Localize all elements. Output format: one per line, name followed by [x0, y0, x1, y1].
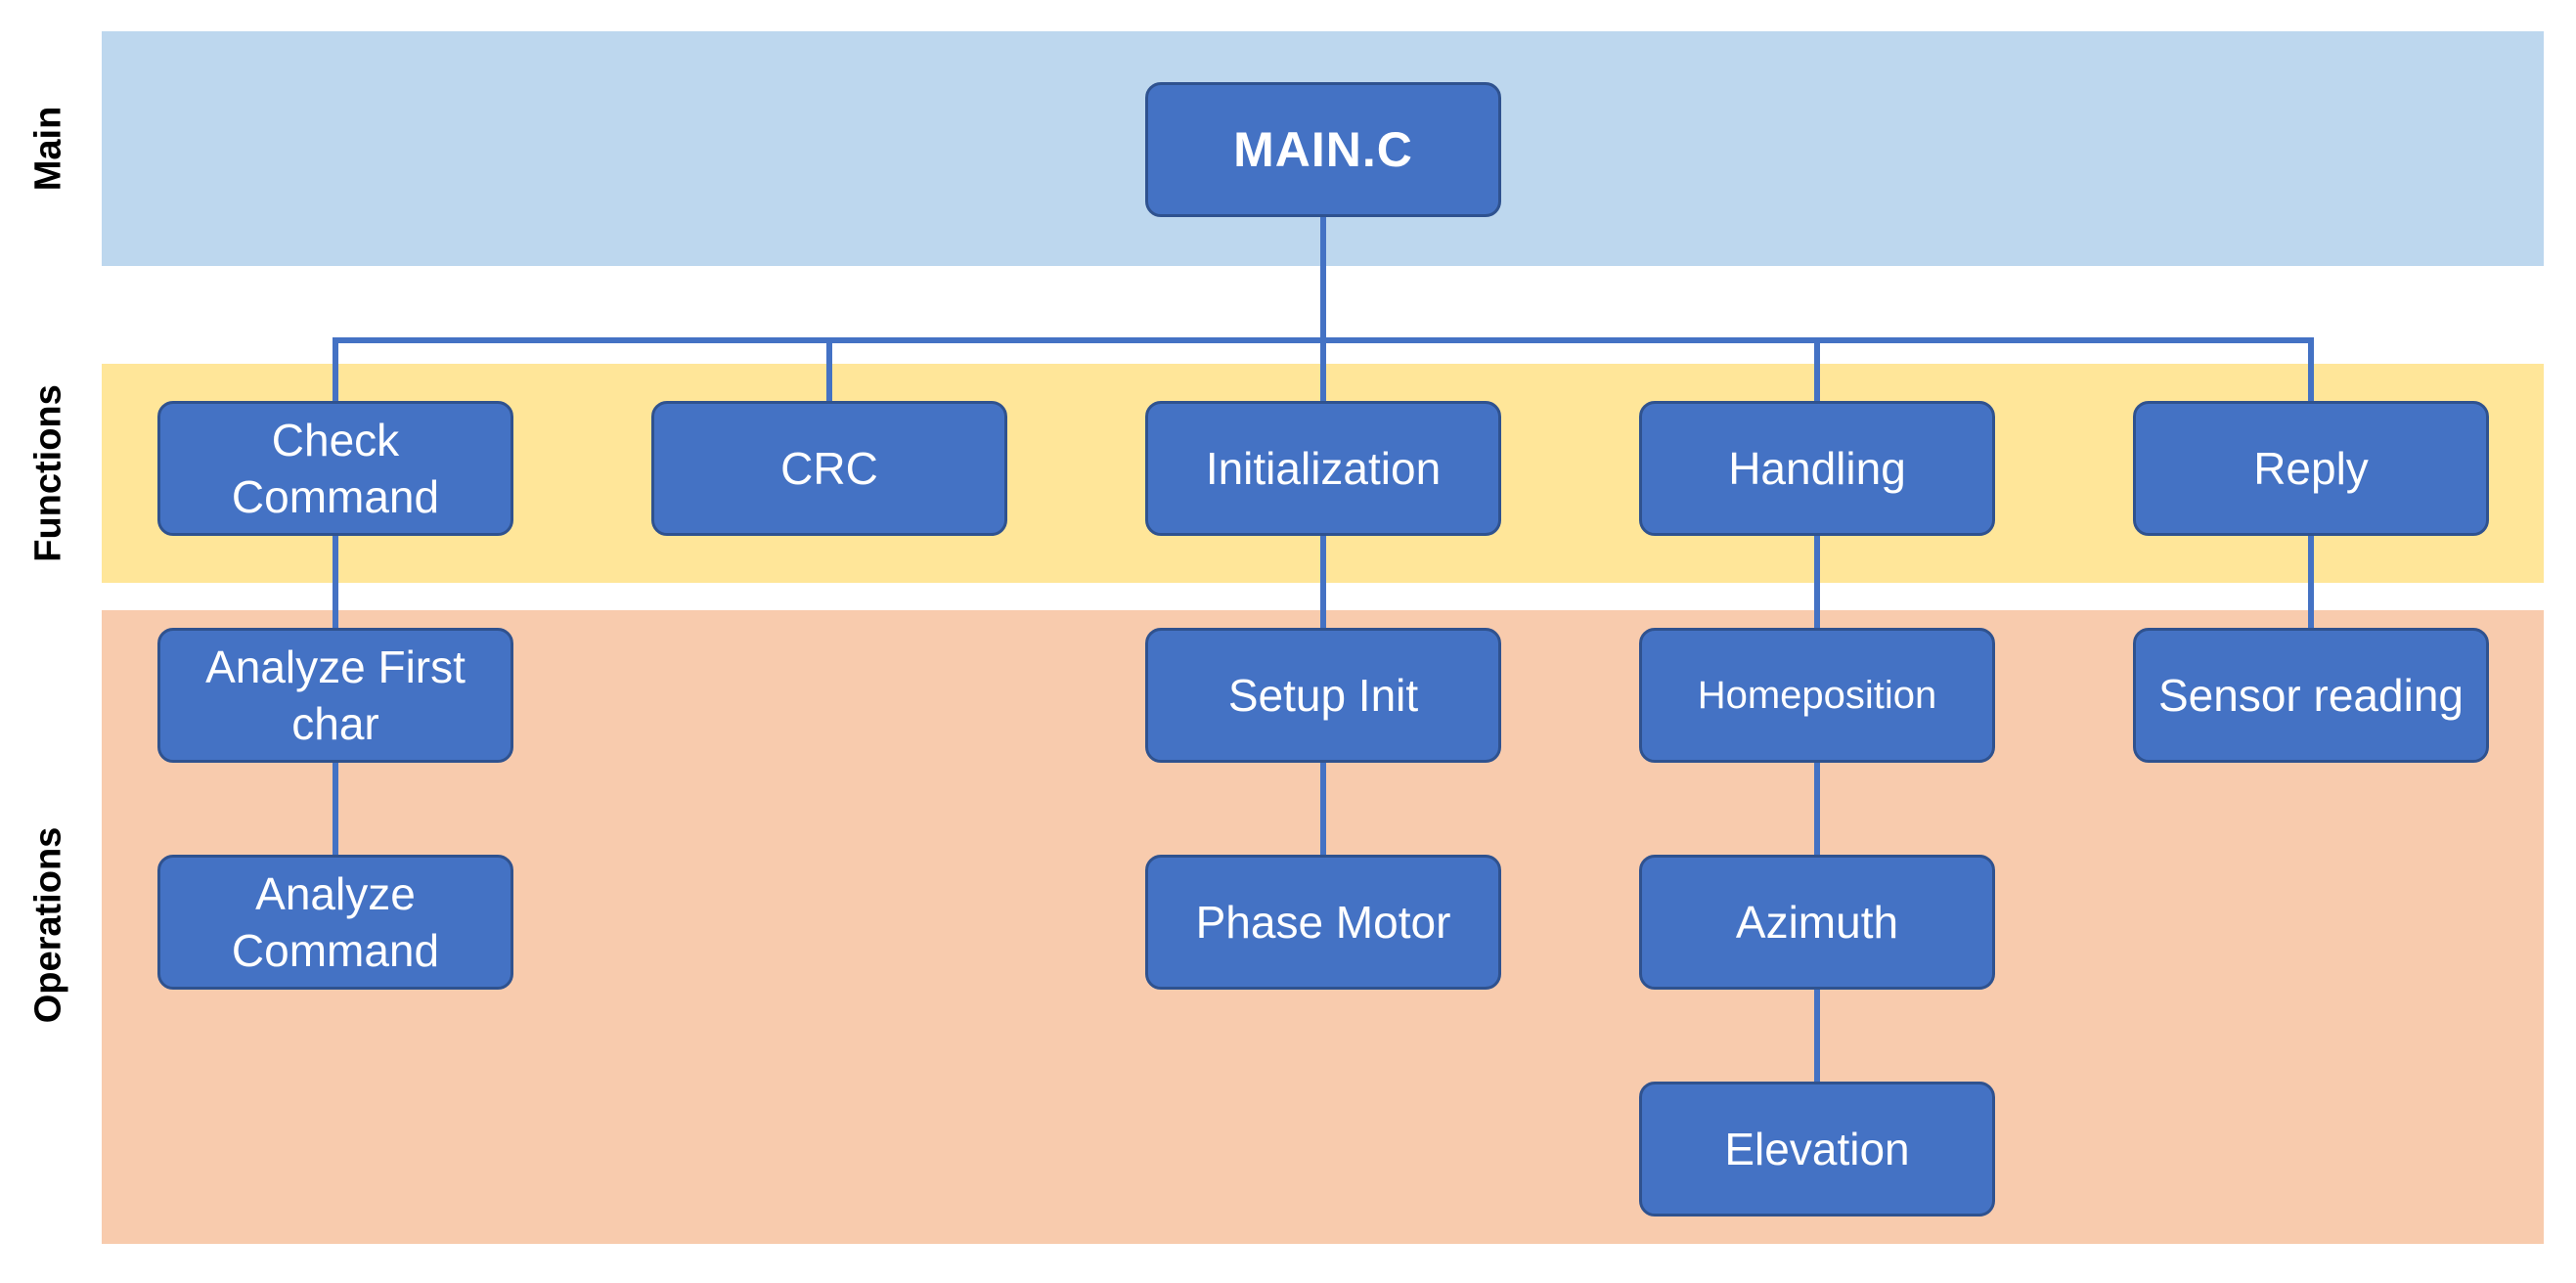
- node-elevation-label: Elevation: [1724, 1124, 1910, 1174]
- node-reply: Reply: [2133, 401, 2489, 536]
- node-initialization: Initialization: [1145, 401, 1501, 536]
- node-sensor-reading: Sensor reading: [2133, 628, 2489, 763]
- node-setup-init-label: Setup Init: [1227, 670, 1419, 721]
- node-setup-init: Setup Init: [1145, 628, 1501, 763]
- node-phase-motor: Phase Motor: [1145, 855, 1501, 990]
- node-analyze-first-char: Analyze First char: [157, 628, 513, 763]
- node-crc: CRC: [651, 401, 1007, 536]
- node-crc-label: CRC: [780, 443, 878, 494]
- node-handling: Handling: [1639, 401, 1995, 536]
- node-phase-motor-label: Phase Motor: [1195, 897, 1451, 948]
- node-homeposition: Homeposition: [1639, 628, 1995, 763]
- node-main-c: MAIN.C: [1145, 82, 1501, 217]
- node-sensor-reading-label: Sensor reading: [2158, 670, 2464, 721]
- node-handling-label: Handling: [1728, 443, 1906, 494]
- node-check-command: Check Command: [157, 401, 513, 536]
- node-azimuth: Azimuth: [1639, 855, 1995, 990]
- node-check-command-label: Check Command: [231, 415, 440, 522]
- node-initialization-label: Initialization: [1205, 443, 1442, 494]
- node-main-c-label: MAIN.C: [1233, 122, 1413, 177]
- node-analyze-first-char-label: Analyze First char: [205, 642, 466, 749]
- node-reply-label: Reply: [2253, 443, 2369, 494]
- node-analyze-command-label: Analyze Command: [231, 868, 440, 976]
- node-homeposition-label: Homeposition: [1697, 674, 1937, 717]
- node-analyze-command: Analyze Command: [157, 855, 513, 990]
- node-azimuth-label: Azimuth: [1735, 897, 1899, 948]
- node-elevation: Elevation: [1639, 1082, 1995, 1217]
